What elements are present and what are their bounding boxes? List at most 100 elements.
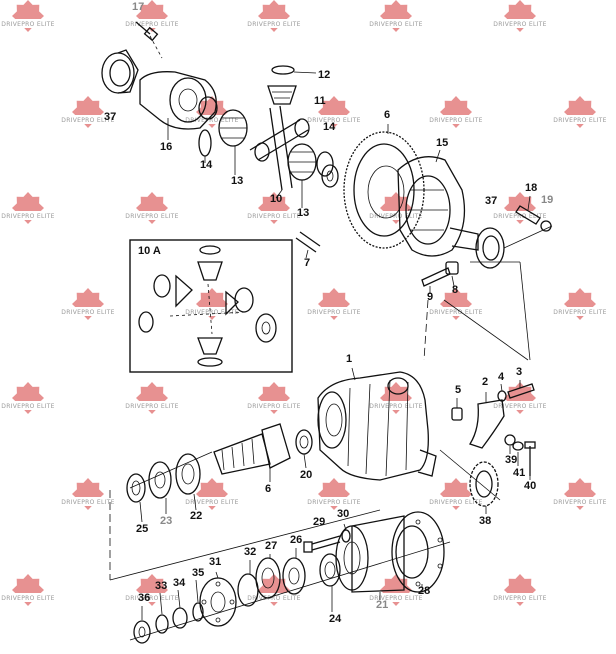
callout-c34: 34 <box>173 577 186 589</box>
watermark-text: DRIVEPRO ELITE <box>369 595 422 602</box>
watermark-text: DRIVEPRO ELITE <box>307 117 360 124</box>
callout-c6a: 6 <box>384 109 390 121</box>
bearing-26 <box>282 548 306 595</box>
watermark-text: DRIVEPRO ELITE <box>185 309 238 316</box>
watermark-logo: DRIVEPRO ELITE <box>553 288 606 320</box>
watermark-text: DRIVEPRO ELITE <box>369 21 422 28</box>
callout-c7: 7 <box>304 257 310 269</box>
bolt-18 <box>515 195 541 225</box>
callout-c12: 12 <box>318 69 330 81</box>
callout-c35: 35 <box>192 567 204 579</box>
seal-24 <box>319 553 341 612</box>
watermark-text: DRIVEPRO ELITE <box>185 117 238 124</box>
watermark-text: DRIVEPRO ELITE <box>493 21 546 28</box>
watermark-text: DRIVEPRO ELITE <box>61 117 114 124</box>
callout-c21: 21 <box>376 599 388 611</box>
callout-c17: 17 <box>132 1 144 13</box>
callout-c38: 38 <box>479 515 491 527</box>
inset-title: 10 A <box>138 245 161 257</box>
watermark-logo: DRIVEPRO ELITE <box>247 0 300 32</box>
assembly-lines-bottom <box>109 451 381 581</box>
washer-30 <box>341 523 351 543</box>
spacer-5 <box>451 398 463 421</box>
watermark-logo: DRIVEPRO ELITE <box>125 574 178 606</box>
watermark-text: DRIVEPRO ELITE <box>247 213 300 220</box>
thrust-washer-14 <box>198 129 212 163</box>
callout-c26: 26 <box>290 534 302 546</box>
callout-c39: 39 <box>505 454 517 466</box>
callout-c11: 11 <box>314 95 326 107</box>
drawing-layer: 10 A <box>101 21 553 644</box>
watermark-text: DRIVEPRO ELITE <box>61 499 114 506</box>
nut-34 <box>172 589 188 629</box>
inset-10a: 10 A <box>129 239 293 373</box>
watermark-text: DRIVEPRO ELITE <box>125 213 178 220</box>
callout-c24: 24 <box>329 613 342 625</box>
bearing-37-right <box>475 225 553 269</box>
callout-c10: 10 <box>270 193 282 205</box>
watermark-text: DRIVEPRO ELITE <box>247 403 300 410</box>
callout-c15: 15 <box>436 137 448 149</box>
nut-8 <box>445 261 459 287</box>
callout-c13a: 13 <box>231 175 243 187</box>
callout-c1: 1 <box>346 353 352 365</box>
watermark-text: DRIVEPRO ELITE <box>553 117 606 124</box>
watermark-text: DRIVEPRO ELITE <box>247 21 300 28</box>
bolt-3 <box>507 380 535 399</box>
callout-c18: 18 <box>525 182 537 194</box>
watermark-text: DRIVEPRO ELITE <box>493 213 546 220</box>
callout-c25: 25 <box>136 523 148 535</box>
seal-37-left <box>101 49 139 94</box>
callout-c16: 16 <box>160 141 172 153</box>
callout-c40: 40 <box>524 480 536 492</box>
seal-20 <box>295 429 313 469</box>
watermark-logo: DRIVEPRO ELITE <box>247 192 300 224</box>
watermark-text: DRIVEPRO ELITE <box>369 213 422 220</box>
callout-c3: 3 <box>516 366 522 378</box>
callout-c2: 2 <box>482 376 488 388</box>
drive-pinion-6 <box>213 423 291 482</box>
watermark-logo: DRIVEPRO ELITE <box>493 0 546 32</box>
watermark-logo: DRIVEPRO ELITE <box>429 288 482 320</box>
watermark-logo: DRIVEPRO ELITE <box>185 478 238 510</box>
lock-ring-36 <box>133 606 151 644</box>
callout-c14b: 14 <box>200 159 213 171</box>
watermark-logo: DRIVEPRO ELITE <box>307 288 360 320</box>
callout-c37b: 37 <box>485 195 497 207</box>
watermark-logo: DRIVEPRO ELITE <box>185 288 238 320</box>
clip-19 <box>540 220 552 232</box>
differential-case-16 <box>139 71 218 140</box>
watermark-logo: DRIVEPRO ELITE <box>369 382 422 414</box>
callout-c6b: 6 <box>265 483 271 495</box>
bearing-23 <box>148 461 172 514</box>
watermark-logo: DRIVEPRO ELITE <box>1 0 54 32</box>
side-gear-13 <box>218 109 248 175</box>
watermark-logo: DRIVEPRO ELITE <box>1 574 54 606</box>
washer-4 <box>497 383 507 402</box>
watermark-text: DRIVEPRO ELITE <box>493 403 546 410</box>
watermark-logo: DRIVEPRO ELITE <box>369 192 422 224</box>
watermark-logo: DRIVEPRO ELITE <box>61 478 114 510</box>
watermark-text: DRIVEPRO ELITE <box>307 499 360 506</box>
watermark-logo: DRIVEPRO ELITE <box>247 382 300 414</box>
pinion-gear-11 <box>267 85 297 105</box>
watermark-text: DRIVEPRO ELITE <box>369 403 422 410</box>
washer-12 <box>271 65 317 75</box>
spacer-32 <box>237 560 259 607</box>
callout-c29: 29 <box>313 516 325 528</box>
watermark-text: DRIVEPRO ELITE <box>185 499 238 506</box>
assembly-lines-top <box>423 261 531 361</box>
watermark-logo: DRIVEPRO ELITE <box>125 382 178 414</box>
watermark-logo: DRIVEPRO ELITE <box>429 96 482 128</box>
watermark-text: DRIVEPRO ELITE <box>429 309 482 316</box>
watermark-logo: DRIVEPRO ELITE <box>1 382 54 414</box>
callout-c28: 28 <box>418 585 430 597</box>
watermark-text: DRIVEPRO ELITE <box>125 595 178 602</box>
callout-c23: 23 <box>160 515 172 527</box>
callout-c27: 27 <box>265 540 277 552</box>
bolt-17 <box>135 21 163 59</box>
callout-c22: 22 <box>190 510 202 522</box>
watermark-text: DRIVEPRO ELITE <box>125 403 178 410</box>
